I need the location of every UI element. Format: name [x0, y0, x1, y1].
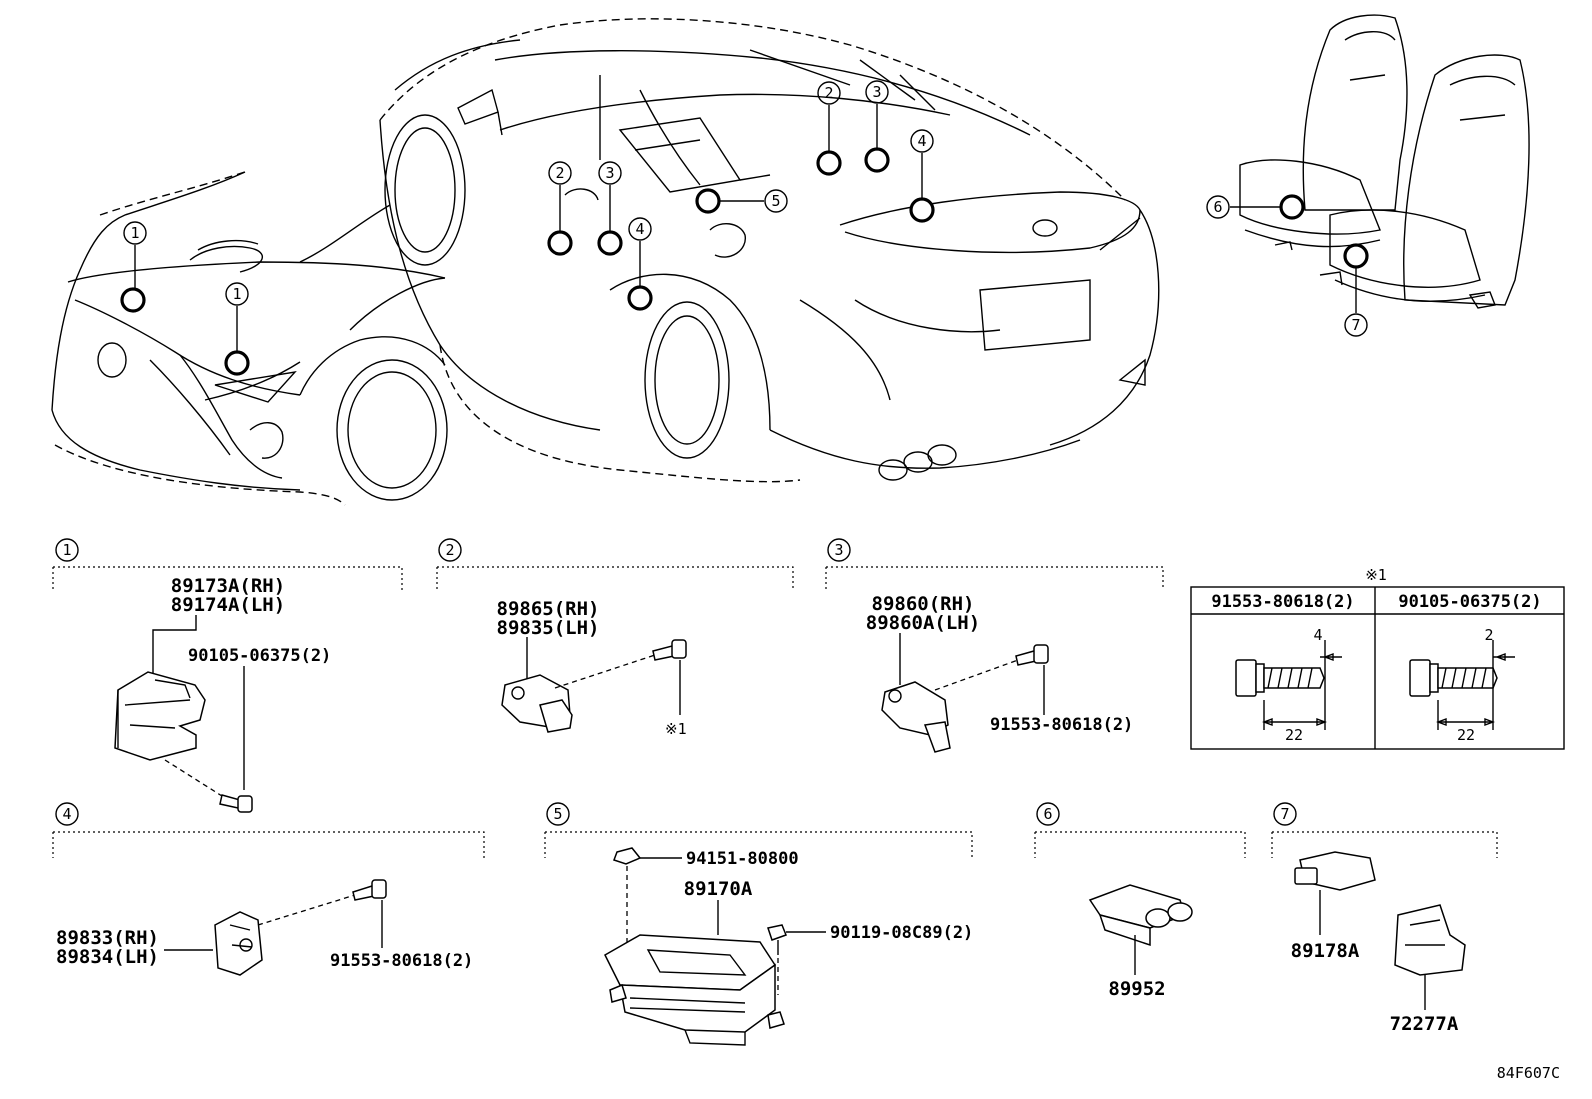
- svg-text:6: 6: [1043, 805, 1052, 823]
- callout-3a: 3: [598, 161, 622, 185]
- svg-text:5: 5: [553, 805, 562, 823]
- sensor-marker: [1343, 243, 1369, 269]
- part-number: 89860(RH): [872, 593, 975, 615]
- part-number: 89860A(LH): [866, 612, 980, 634]
- diagram-code: 84F607C: [1497, 1064, 1560, 1082]
- callout-1b: 1: [225, 282, 249, 306]
- svg-text:22: 22: [1457, 726, 1475, 744]
- rear-car-illustration: [379, 18, 1160, 483]
- svg-text:3: 3: [834, 541, 843, 559]
- section-1: 1 89173A(RH) 89174A(LH) 90105-06375(2): [52, 538, 403, 813]
- svg-text:2: 2: [1484, 626, 1493, 644]
- svg-text:7: 7: [1280, 805, 1289, 823]
- part-number: 89174A(LH): [171, 594, 285, 616]
- svg-text:7: 7: [1351, 316, 1360, 334]
- sensor-marker: [816, 150, 842, 176]
- svg-text:4: 4: [917, 132, 926, 150]
- section-5: 5 94151-80800 89170A 90119-08C89(2): [544, 802, 973, 1046]
- bolt-dimension-drawing: 2 22: [1409, 626, 1515, 744]
- callout-7: 7: [1344, 313, 1368, 337]
- svg-text:4: 4: [1313, 626, 1322, 644]
- part-number: 89170A: [684, 878, 753, 900]
- nut-number: 94151-80800: [686, 849, 799, 869]
- svg-text:4: 4: [62, 805, 71, 823]
- part-number: 89178A: [1291, 940, 1360, 962]
- svg-text:2: 2: [445, 541, 454, 559]
- bolt-dimension-drawing: 4 22: [1235, 626, 1342, 744]
- svg-text:1: 1: [62, 541, 71, 559]
- callout-markers: 1 1 2 3 4 5 2 3 4 6 7: [120, 80, 1369, 376]
- note-table: ※1 91553-80618(2) 90105-06375(2) 4 22: [1190, 566, 1565, 750]
- sensor-marker: [120, 287, 146, 313]
- svg-text:1: 1: [232, 285, 241, 303]
- section-4: 4 89833(RH) 89834(LH) 91553-80618(2): [52, 802, 485, 976]
- svg-text:2: 2: [555, 164, 564, 182]
- sensor-marker: [224, 350, 250, 376]
- svg-text:2: 2: [824, 84, 833, 102]
- callout-2b: 2: [817, 81, 841, 105]
- sensor-marker: [597, 230, 623, 256]
- callout-2a: 2: [548, 161, 572, 185]
- section-7: 7 89178A 72277A: [1271, 802, 1498, 1035]
- svg-text:4: 4: [635, 220, 644, 238]
- sensor-marker: [1279, 194, 1305, 220]
- callout-1a: 1: [123, 221, 147, 245]
- front-car-illustration: [51, 171, 448, 506]
- callout-6: 6: [1206, 195, 1230, 219]
- callout-4b: 4: [910, 129, 934, 153]
- part-number: 89952: [1108, 978, 1165, 1000]
- svg-text:3: 3: [872, 83, 881, 101]
- callout-3b: 3: [865, 80, 889, 104]
- table-header: 90105-06375(2): [1398, 592, 1541, 612]
- part-number: 72277A: [1390, 1013, 1459, 1035]
- callout-5: 5: [764, 189, 788, 213]
- svg-text:5: 5: [771, 192, 780, 210]
- sensor-marker: [547, 230, 573, 256]
- bolt-number: 91553-80618(2): [330, 951, 473, 971]
- svg-text:6: 6: [1213, 198, 1222, 216]
- part-number: 89834(LH): [56, 946, 159, 968]
- bolt-number: 90119-08C89(2): [830, 923, 973, 943]
- part-number: 89173A(RH): [171, 575, 285, 597]
- note-reference: ※1: [665, 720, 687, 738]
- section-2: 2 89865(RH) 89835(LH) ※1: [436, 538, 794, 738]
- part-number: 89835(LH): [497, 617, 600, 639]
- svg-text:22: 22: [1285, 726, 1303, 744]
- sensor-marker: [864, 147, 890, 173]
- sensor-marker: [627, 285, 653, 311]
- svg-text:※1: ※1: [1365, 566, 1387, 584]
- svg-text:1: 1: [130, 224, 139, 242]
- svg-text:3: 3: [605, 164, 614, 182]
- seats-illustration: [1239, 14, 1530, 309]
- callout-4a: 4: [628, 217, 652, 241]
- bolt-number: 91553-80618(2): [990, 715, 1133, 735]
- section-6: 6 89952: [1034, 802, 1246, 1000]
- sensor-marker: [695, 188, 721, 214]
- sensor-marker: [909, 197, 935, 223]
- table-header: 91553-80618(2): [1211, 592, 1354, 612]
- part-number: 89865(RH): [497, 598, 600, 620]
- section-3: 3 89860(RH) 89860A(LH) 91553-80618(2): [825, 538, 1164, 753]
- part-number: 89833(RH): [56, 927, 159, 949]
- bolt-number: 90105-06375(2): [188, 646, 331, 666]
